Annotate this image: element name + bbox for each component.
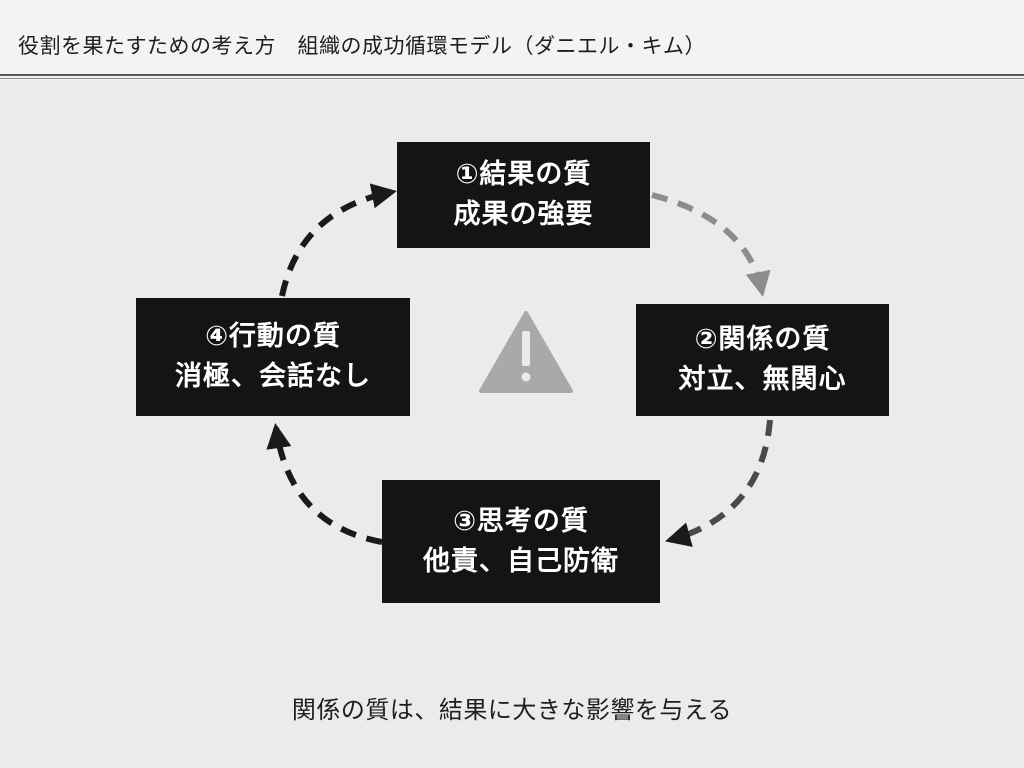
- warning-triangle-icon: [479, 311, 573, 393]
- box-result-quality: ①結果の質 成果の強要: [397, 142, 650, 248]
- box-relationship-title: ②関係の質: [694, 324, 831, 355]
- box-result-subtitle: 成果の強要: [453, 199, 594, 230]
- box-action-quality: ④行動の質 消極、会話なし: [136, 298, 410, 416]
- caption: 関係の質は、結果に大きな影響を与える: [291, 696, 733, 724]
- arrow-thinking-to-action: [266, 423, 383, 545]
- box-thinking-title: ③思考の質: [453, 505, 589, 537]
- arrow-action-to-result: [279, 183, 397, 297]
- box-result-title: ①結果の質: [455, 159, 592, 190]
- arrow-result-to-relationship: [651, 192, 771, 297]
- header-title: 役割を果たすための考え方 組織の成功循環モデル（ダニエル・キム）: [18, 34, 706, 58]
- header-rule: [0, 74, 1024, 76]
- box-action-title: ④行動の質: [205, 321, 341, 352]
- box-thinking-quality: ③思考の質 他責、自己防衛: [382, 480, 660, 603]
- box-thinking-subtitle: 他責、自己防衛: [423, 545, 619, 577]
- box-relationship-subtitle: 対立、無関心: [678, 364, 847, 395]
- box-action-subtitle: 消極、会話なし: [175, 361, 371, 392]
- header-rule-thin: [0, 78, 1024, 79]
- arrow-relationship-to-thinking: [665, 419, 773, 547]
- box-relationship-quality: ②関係の質 対立、無関心: [636, 304, 889, 416]
- page-header: 役割を果たすための考え方 組織の成功循環モデル（ダニエル・キム）: [0, 0, 1024, 80]
